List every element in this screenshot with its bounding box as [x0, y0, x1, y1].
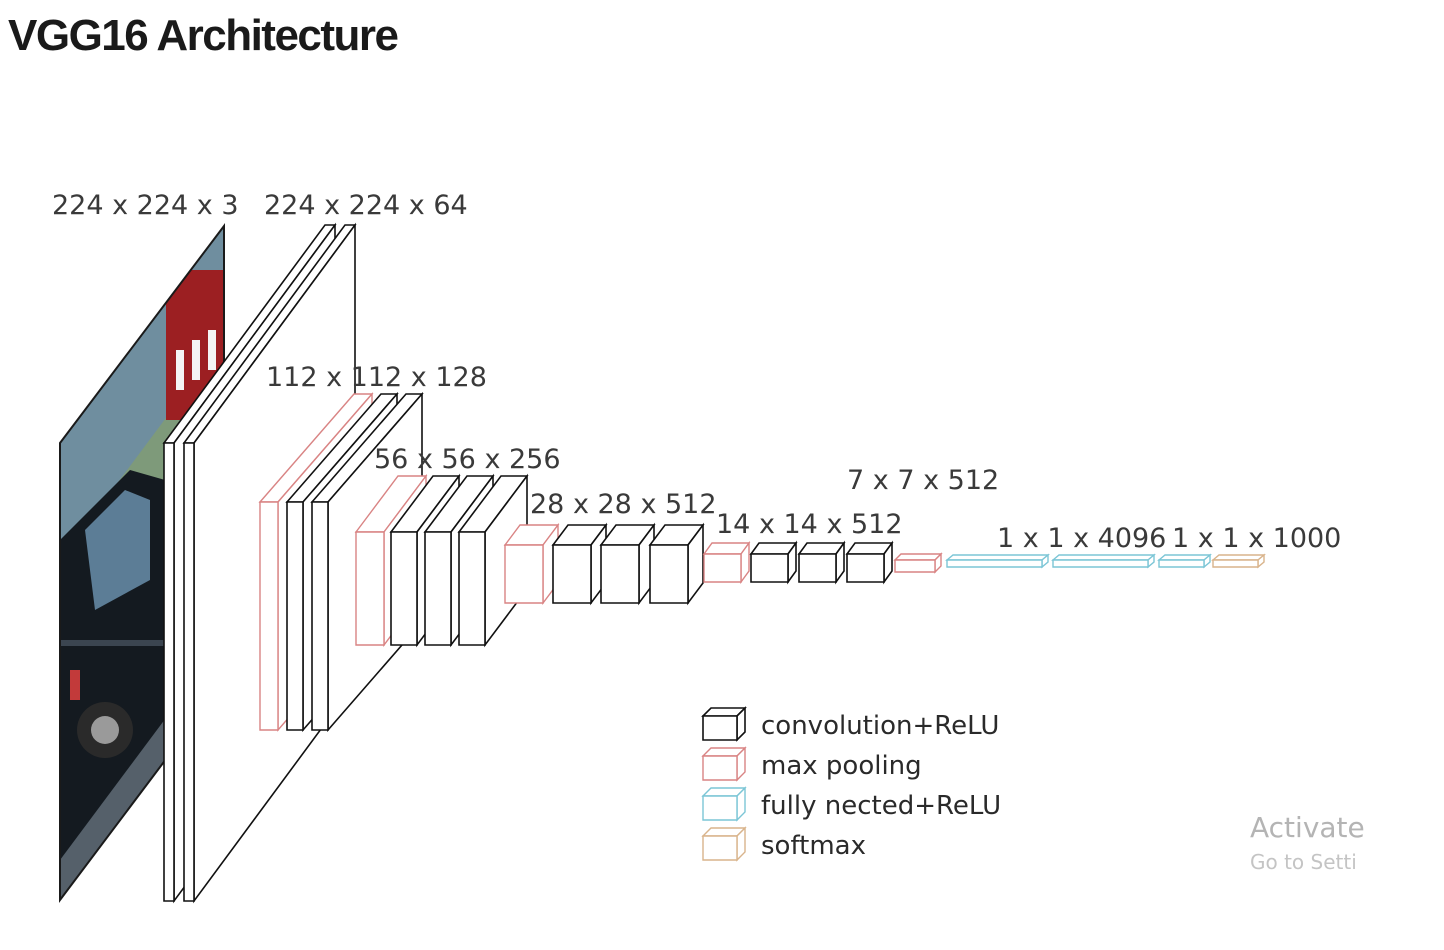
- dim-label-block1: 224 x 224 x 64: [264, 190, 468, 221]
- conv4-3-block: [648, 522, 705, 606]
- watermark-line2: Go to Setti: [1250, 850, 1357, 874]
- dim-label-block4: 28 x 28 x 512: [530, 489, 717, 520]
- dim-label-block5: 14 x 14 x 512: [716, 509, 903, 540]
- legend-icon-conv-block: [701, 706, 747, 742]
- legend-icon-fc-block: [701, 786, 747, 822]
- conv5-3-block: [845, 540, 894, 585]
- fc6-block: [945, 553, 1050, 569]
- conv5-2-block: [797, 540, 846, 585]
- legend-icon-softmax-block: [701, 826, 747, 862]
- fc7-block: [1051, 553, 1156, 569]
- dim-label-pool5: 7 x 7 x 512: [847, 465, 999, 496]
- legend-icon-pool-block: [701, 746, 747, 782]
- legend: convolution+ReLU max pooling fully necte…: [701, 706, 1001, 862]
- watermark-line1: Activate: [1250, 811, 1365, 844]
- legend-label-softmax: softmax: [761, 831, 866, 861]
- dim-label-softmax: 1 x 1 x 1000: [1172, 523, 1341, 554]
- dim-label-input: 224 x 224 x 3: [52, 190, 239, 221]
- dim-label-block3: 56 x 56 x 256: [374, 444, 561, 475]
- pool4-block: [702, 540, 751, 585]
- conv4-1-block: [551, 522, 608, 606]
- conv4-2-block: [599, 522, 656, 606]
- conv5-1-block: [749, 540, 798, 585]
- legend-label-pool: max pooling: [761, 751, 922, 781]
- legend-label-fc: fully nected+ReLU: [761, 791, 1001, 821]
- fc8-block: [1157, 553, 1212, 569]
- legend-label-conv: convolution+ReLU: [761, 711, 999, 741]
- pool3-block: [503, 522, 560, 606]
- dim-label-fc: 1 x 1 x 4096: [997, 523, 1166, 554]
- activate-watermark: Activate Go to Setti: [1250, 811, 1365, 874]
- dim-label-block2: 112 x 112 x 128: [266, 362, 487, 393]
- softmax-layer-block: [1211, 553, 1266, 569]
- page-title: VGG16 Architecture: [8, 11, 399, 60]
- pool5-block: [893, 552, 943, 574]
